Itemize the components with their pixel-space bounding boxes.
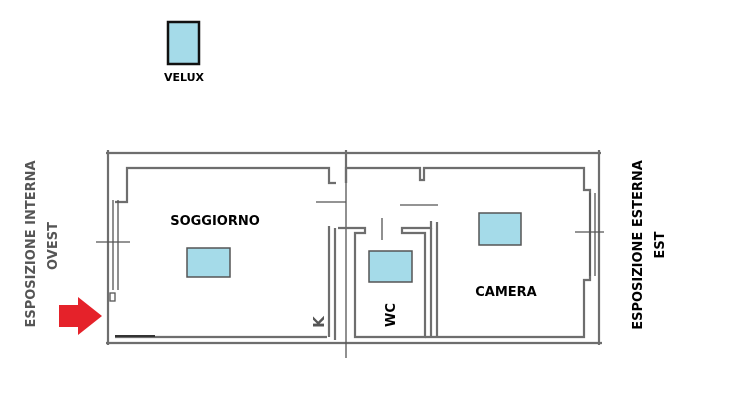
room-label-camera: CAMERA xyxy=(475,285,537,300)
velux-wc xyxy=(368,250,413,283)
room-label-kitchen: K xyxy=(310,315,328,328)
room-label-soggiorno: SOGGIORNO xyxy=(170,214,260,229)
entrance-arrow-icon xyxy=(59,297,102,335)
west-exposure-direction: OVEST xyxy=(46,222,61,270)
velux-legend-icon xyxy=(166,20,201,66)
velux-camera xyxy=(478,212,522,246)
velux-legend-label: VELUX xyxy=(164,71,205,84)
west-exposure-title: ESPOSIZIONE INTERNA xyxy=(24,160,39,327)
velux-soggiorno xyxy=(186,247,231,278)
room-label-wc: WC xyxy=(384,303,399,327)
east-exposure-direction: EST xyxy=(653,231,668,258)
east-exposure-title: ESPOSIZIONE ESTERNA xyxy=(631,160,646,330)
outer-walls xyxy=(96,150,604,358)
